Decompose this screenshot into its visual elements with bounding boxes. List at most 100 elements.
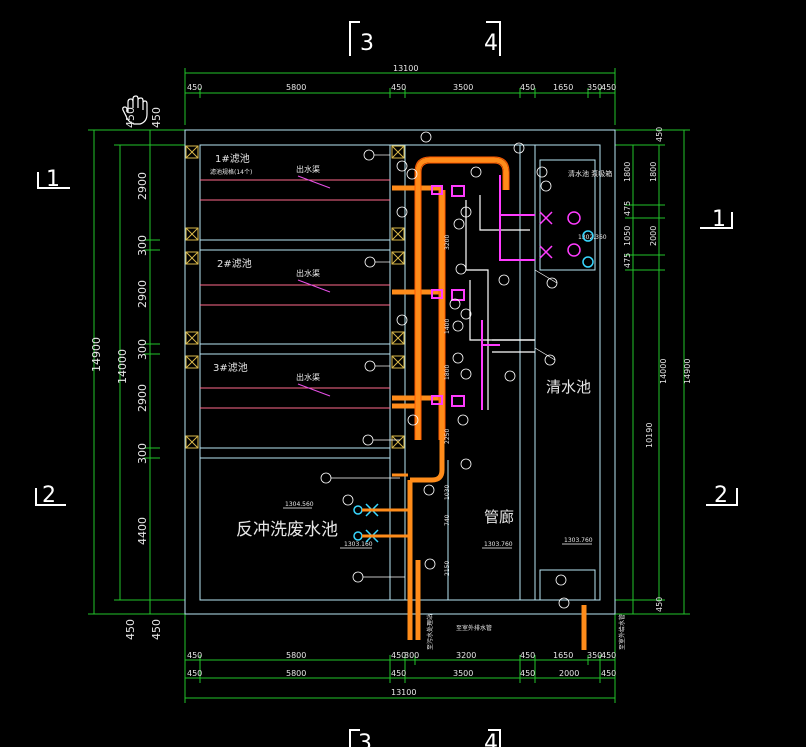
dim-bot1-450b: 450 (391, 651, 406, 660)
gallery-dim-2250: 2250 (444, 429, 451, 444)
elevation-1304-560: 1304.560 (285, 501, 314, 508)
section-label-4-bottom: 4 (484, 731, 498, 747)
fittings-magenta (431, 175, 535, 410)
channel-label-2: 出水渠 (296, 268, 320, 278)
elevation-1303-760-gallery: 1303.760 (484, 541, 513, 548)
dim-bot2-450a: 450 (187, 669, 202, 678)
dim-left-14900: 14900 (90, 337, 103, 372)
dim-bot-total: 13100 (391, 688, 416, 697)
gallery-dim-1400: 1400 (444, 319, 451, 334)
bottom-dimension-lines (184, 614, 616, 703)
gallery-dim-740: 740 (444, 514, 451, 526)
dim-right-2000: 2000 (649, 226, 658, 246)
callout-bubbles (320, 131, 570, 609)
section-mark-4-top (486, 21, 501, 56)
dim-right-1050: 1050 (623, 226, 632, 246)
dim-bot1-350: 350 (587, 651, 602, 660)
filter-1-label: 1#滤池 (215, 152, 250, 165)
dim-left-top-450b: 450 (150, 107, 163, 128)
outer-wall (184, 129, 616, 615)
backwash-pipes (362, 473, 410, 538)
dim-right-1800a: 1800 (623, 162, 632, 182)
main-pipes (392, 157, 587, 650)
section-mark-1-right (700, 212, 733, 229)
gallery-dims: 3200 1400 1800 2250 1030 740 2150 (444, 235, 451, 576)
white-pipes (465, 195, 535, 410)
dim-right-10190: 10190 (645, 423, 654, 448)
dim-left-2900a: 2900 (136, 172, 149, 200)
section-mark-3-top (349, 21, 360, 56)
dim-bot2-2000: 2000 (559, 669, 579, 678)
dim-left-300c: 300 (136, 443, 149, 464)
main-pipes-edge (414, 156, 510, 440)
dim-top-450b: 450 (391, 83, 406, 92)
dim-bot1-1650: 1650 (553, 651, 573, 660)
section-label-1-left: 1 (46, 167, 60, 192)
dim-left-300b: 300 (136, 339, 149, 360)
section-mark-1-left (37, 172, 70, 189)
gallery-dim-3200: 3200 (444, 235, 451, 250)
clear-pool-label: 清水池 (546, 378, 591, 396)
dim-bot2-3500: 3500 (453, 669, 473, 678)
callout-leaders (331, 154, 558, 578)
dim-bot2-450b: 450 (391, 669, 406, 678)
dim-left-2900b: 2900 (136, 280, 149, 308)
pipe-label-drain: 至室外排水管 (456, 624, 492, 632)
pump-icon (539, 211, 594, 268)
elevation-1303-760-clear: 1303.760 (564, 537, 593, 544)
section-label-3-top: 3 (360, 31, 374, 56)
elevation-1303-160: 1303.160 (344, 541, 373, 548)
dim-bot1-3200: 3200 (456, 651, 476, 660)
dim-bot1-450d: 450 (601, 651, 616, 660)
dim-top-450c: 450 (520, 83, 535, 92)
dim-top-5800: 5800 (286, 83, 306, 92)
section-mark-2-left (35, 488, 66, 506)
channel-label-1: 出水渠 (296, 164, 320, 174)
section-label-1-right: 1 (712, 207, 726, 232)
section-label-3-bottom: 3 (358, 731, 372, 747)
hand-cursor-icon (122, 95, 148, 125)
dim-bot2-5800: 5800 (286, 669, 306, 678)
dim-right-475b: 475 (623, 253, 632, 268)
pump-box-label: 清水池 泵吸箱 (568, 169, 612, 178)
filter-2-label: 2#滤池 (217, 257, 252, 270)
backwash-pool-label: 反冲洗废水池 (236, 520, 338, 540)
dim-left-bot-450a: 450 (124, 619, 137, 640)
gallery-dim-2150: 2150 (444, 561, 451, 576)
section-label-2-left: 2 (42, 483, 56, 508)
dim-bot1-450c: 450 (520, 651, 535, 660)
dim-left-bot-450b: 450 (150, 619, 163, 640)
section-mark-3-bottom (349, 729, 360, 747)
dim-right-450b: 450 (655, 597, 664, 612)
section-mark-2-right (706, 488, 738, 506)
gallery-label: 管廊 (484, 508, 514, 526)
dim-top-1650: 1650 (553, 83, 573, 92)
dim-right-450: 450 (655, 127, 664, 142)
section-mark-4-bottom (488, 729, 501, 747)
channel-leaders (297, 175, 331, 397)
gallery-dim-1800: 1800 (444, 365, 451, 380)
left-dimension-lines (88, 129, 185, 615)
section-label-2-right: 2 (714, 483, 728, 508)
dim-top-450d: 450 (601, 83, 616, 92)
gallery-dim-1030: 1030 (444, 485, 451, 500)
dim-right-14000: 14000 (659, 359, 668, 384)
top-dimension-lines (184, 68, 616, 125)
pipe-label-wastewater: 至污水处理站 (426, 614, 434, 650)
channel-label-3: 出水渠 (296, 372, 320, 382)
dim-right-14900: 14900 (683, 359, 692, 384)
dim-bot1-5800: 5800 (286, 651, 306, 660)
dim-left-top-450a: 450 (124, 107, 137, 128)
dim-left-2900c: 2900 (136, 384, 149, 412)
dim-right-1800b: 1800 (649, 162, 658, 182)
filter-gate-marks (185, 145, 405, 449)
dim-top-3500: 3500 (453, 83, 473, 92)
section-label-4-top: 4 (484, 31, 498, 56)
filter-3-label: 3#滤池 (213, 361, 248, 374)
dim-bot2-450d: 450 (601, 669, 616, 678)
dim-left-4400: 4400 (136, 517, 149, 545)
dim-top-total: 13100 (393, 64, 418, 73)
dim-bot1-300: 300 (404, 651, 419, 660)
dim-top-350: 350 (587, 83, 602, 92)
